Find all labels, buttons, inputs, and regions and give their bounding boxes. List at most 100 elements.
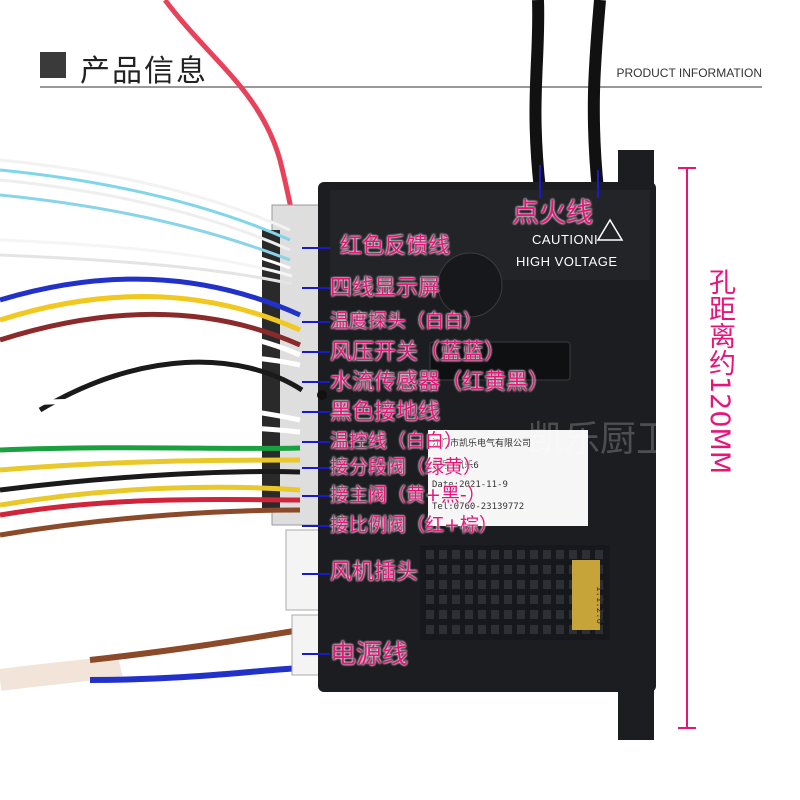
vent-slot (452, 580, 460, 589)
label-display: 四线显示屏 (330, 276, 441, 301)
signal-wires (0, 276, 304, 538)
housing-window (429, 341, 571, 381)
dimension-label: 孔距离约120MM (704, 268, 735, 475)
vent-slot (504, 565, 512, 574)
vent-slot (530, 580, 538, 589)
power-wire-brown (89, 627, 301, 663)
vent-slot (452, 565, 460, 574)
housing-screw (317, 390, 327, 400)
label-power-cord: 电源线 (330, 640, 409, 670)
vent-slot (491, 595, 499, 604)
label-red-feedback: 红色反馈线 (340, 234, 451, 259)
vent-slot (465, 565, 473, 574)
vent-slot (478, 610, 486, 619)
header-divider (40, 86, 762, 88)
header-bullet (40, 52, 66, 78)
ignition-cable-left (529, 0, 546, 191)
vent-slot (439, 580, 447, 589)
vent-slot (426, 625, 434, 634)
power-wire-blue (89, 665, 301, 683)
warning-triangle-icon (596, 218, 624, 241)
vent-slot (517, 625, 525, 634)
vent-slot (530, 625, 538, 634)
watermark: 凯乐厨卫 (528, 419, 673, 460)
vent-slot (439, 565, 447, 574)
label-temp-control: 温控线（白白） (330, 430, 464, 452)
vent-slot (504, 550, 512, 559)
vent-slot (426, 610, 434, 619)
vent-slot (517, 610, 525, 619)
page-title: 产品信息 (80, 54, 208, 89)
vent-slot (465, 625, 473, 634)
vent-slot (452, 610, 460, 619)
vent-slot (478, 550, 486, 559)
sticker-model: 型号:凯乐6 (432, 461, 479, 471)
power-sleeve (0, 654, 123, 691)
vent-slot (478, 565, 486, 574)
internal-capacitor (572, 560, 600, 630)
vent-slot (517, 565, 525, 574)
power-plug (291, 614, 323, 676)
caution-text: CAUTIONI (532, 232, 599, 247)
vent-slot (465, 610, 473, 619)
vent-slot (504, 610, 512, 619)
vent-slot (517, 580, 525, 589)
vent-slot (491, 565, 499, 574)
spark-electrode-disc (437, 252, 503, 318)
label-water-flow: 水流传感器（红黄黑） (330, 370, 551, 395)
vent-slot (426, 580, 434, 589)
vent-slot (504, 580, 512, 589)
vent-slot (426, 565, 434, 574)
label-fan-plug: 风机插头 (330, 560, 419, 585)
vent-slot (465, 595, 473, 604)
pointer-arrows (302, 165, 599, 655)
vent-slot (543, 550, 551, 559)
vent-slot (439, 610, 447, 619)
vent-slot (556, 625, 564, 634)
label-proportional-valve: 接比例阀（红+棕） (330, 514, 498, 536)
ignition-cable-right (587, 0, 606, 191)
vent-slot (452, 595, 460, 604)
vent-slot (556, 610, 564, 619)
vent-slot (530, 610, 538, 619)
vent-slot (491, 610, 499, 619)
vent-slot (439, 595, 447, 604)
vent-slot (491, 550, 499, 559)
vent-slot (556, 550, 564, 559)
vent-slot (543, 625, 551, 634)
label-ground: 黑色接地线 (330, 400, 441, 425)
sticker-tel: Tel:0760-23139772 (432, 502, 525, 512)
top-wire-bundle (0, 158, 293, 286)
vent-slot (556, 595, 564, 604)
vent-slot (517, 595, 525, 604)
vent-slot (504, 595, 512, 604)
vent-slot (426, 595, 434, 604)
vent-slot (595, 550, 603, 559)
mount-tab-bottom (618, 690, 654, 740)
vent-slot (478, 580, 486, 589)
sticker-maker: 江门市凯乐电气有限公司 (432, 439, 532, 449)
vent-slot (530, 550, 538, 559)
product-sticker (428, 430, 588, 526)
page-subtitle: PRODUCT INFORMATION (616, 66, 762, 80)
vent-slot (543, 610, 551, 619)
vent-slot (543, 565, 551, 574)
vent-slot (582, 550, 590, 559)
label-air-pressure: 风压开关（蓝蓝） (330, 340, 507, 365)
vent-slot (465, 550, 473, 559)
sticker-date: Date:2021-11-9 (432, 480, 508, 490)
label-main-valve: 接主阀（黄+黑-） (330, 484, 486, 506)
vent-slot (517, 550, 525, 559)
vent-slot (465, 580, 473, 589)
vent-slot (478, 595, 486, 604)
vent-slot (504, 625, 512, 634)
high-voltage-text: HIGH VOLTAGE (516, 254, 618, 269)
vent-slot (426, 550, 434, 559)
vent-slot (491, 625, 499, 634)
label-ignition-wire: 点火线 (512, 198, 593, 229)
vent-slot (478, 625, 486, 634)
vent-slot (530, 595, 538, 604)
vent-slot (543, 595, 551, 604)
vent-slot (569, 550, 577, 559)
